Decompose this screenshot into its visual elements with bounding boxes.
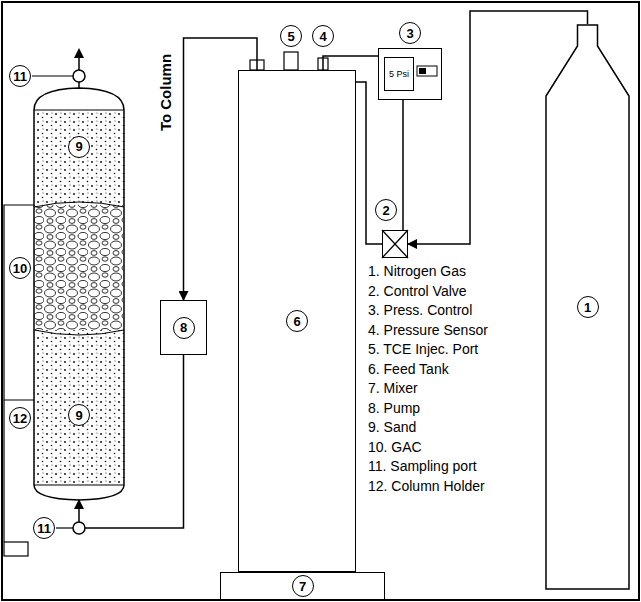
pressure-controller: 35 Psi (378, 48, 442, 100)
gas-cylinder: 1 (545, 24, 630, 590)
callout-number: 11 (9, 65, 31, 87)
feed-tank: 6 (238, 70, 356, 572)
callout-number: 2 (375, 199, 397, 221)
callout-number: 9 (68, 404, 90, 426)
pressure-display: 5 Psi (384, 57, 414, 91)
pump-box: 8 (160, 300, 207, 355)
pipe-connector (402, 100, 404, 230)
legend-line: 1. Nitrogen Gas (368, 263, 466, 280)
sand-layer: 9 (34, 330, 124, 500)
mixer-base: 7 (220, 572, 385, 600)
legend-line: 9. Sand (368, 419, 416, 436)
legend-line: 6. Feed Tank (368, 361, 449, 378)
control-valve: 2 (382, 230, 408, 258)
legend-line: 3. Press. Control (368, 302, 472, 319)
pipe-connector (79, 355, 184, 528)
legend-line: 11. Sampling port (368, 458, 477, 475)
legend-line: 7. Mixer (368, 380, 418, 397)
sand-layer: 9 (34, 88, 124, 205)
callout-number: 8 (173, 317, 195, 339)
pipe-connector (356, 82, 382, 244)
callout-number: 3 (399, 22, 421, 44)
legend-line: 10. GAC (368, 439, 422, 456)
legend-line: 5. TCE Injec. Port (368, 341, 478, 358)
legend-line: 4. Pressure Sensor (368, 322, 488, 339)
callout-number: 9 (68, 136, 90, 158)
callout-number: 1 (577, 296, 599, 318)
callout-number: 6 (286, 310, 308, 332)
sampling-port (73, 522, 85, 534)
legend-line: 12. Column Holder (368, 478, 485, 495)
callout-number: 10 (9, 257, 31, 279)
callout-number: 7 (292, 575, 314, 597)
legend-line: 8. Pump (368, 400, 420, 417)
callout-number: 12 (9, 407, 31, 429)
callout-number: 5 (280, 25, 302, 47)
pipe-label: To Column (158, 53, 175, 130)
legend-line: 2. Control Valve (368, 283, 467, 300)
callout-number: 4 (312, 25, 334, 47)
pipe-connector (323, 56, 378, 70)
callout-number: 11 (33, 517, 55, 539)
pipe-connector (184, 38, 258, 300)
